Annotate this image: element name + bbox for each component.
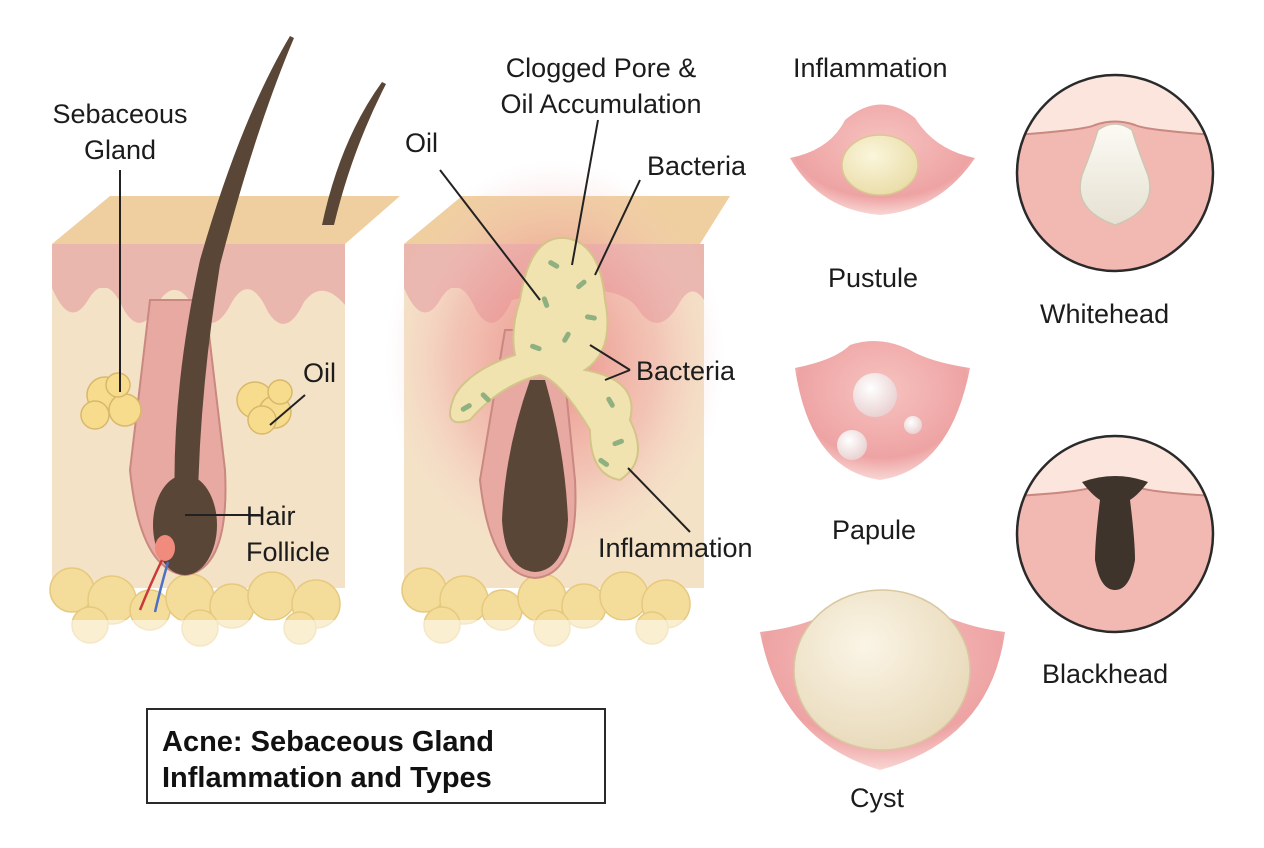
label-whitehead: Whitehead [1040,299,1170,329]
label-bacteria-top: Bacteria [647,151,747,181]
label-inflammation: Inflammation [598,533,753,563]
cyst-illustration [760,589,1005,770]
label-blackhead: Blackhead [1042,659,1169,689]
label-papule: Papule [832,515,917,545]
diagram-title: Acne: Sebaceous Gland Inflammation and T… [162,726,494,794]
label-hair-follicle: Hair Follicle [246,501,331,567]
label-clogged-pore: Clogged Pore & Oil Accumulation [500,53,702,119]
label-cyst: Cyst [850,783,904,813]
label-oil-clogged: Oil [405,128,438,158]
label-pustule: Pustule [828,263,919,293]
label-bacteria-mid: Bacteria [636,356,736,386]
pustule-illustration [790,104,975,215]
blackhead-illustration [1015,434,1215,634]
papule-illustration [795,341,970,480]
label-oil-normal: Oil [303,358,336,388]
label-sebaceous-gland: Sebaceous Gland [52,99,188,165]
leader-lines [119,119,691,533]
title-box: Acne: Sebaceous Gland Inflammation and T… [146,708,606,804]
clogged-skin-section [385,160,730,660]
label-inflammation-heading: Inflammation [793,53,948,83]
normal-skin-section [49,36,400,660]
whitehead-illustration [1015,73,1215,273]
